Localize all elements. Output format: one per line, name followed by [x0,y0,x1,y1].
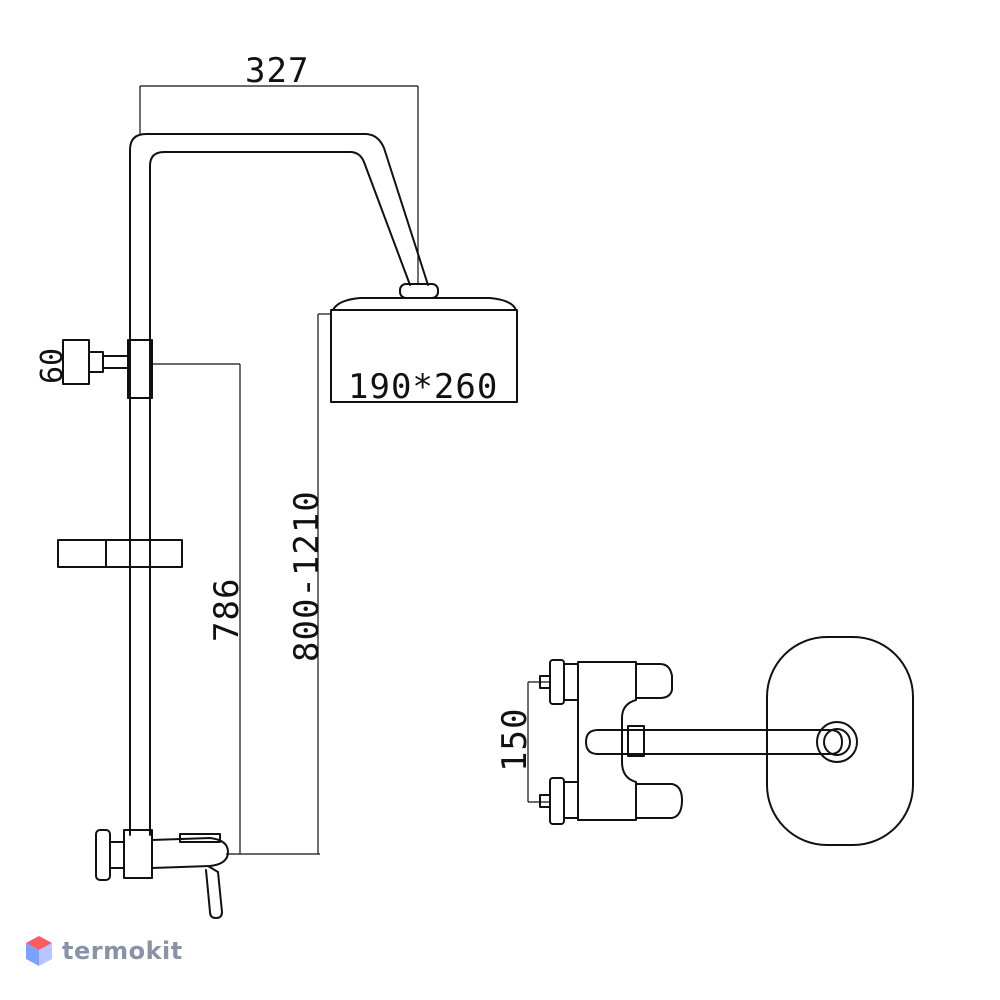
cube-logo-icon [26,936,52,966]
dimension-label-rail-height: 786 [207,578,247,642]
dimension-label-holder-size: 60 [35,348,70,384]
shower-head [330,283,518,403]
riser-pipe-inner [149,151,411,836]
slide-holder [57,539,183,568]
shower-arm-top-view [585,729,843,755]
dimension-label-height-range: 800-1210 [287,490,327,662]
riser-pipe-outer [129,133,429,836]
wall-bracket-upper [62,339,153,399]
dimension-label-connection-spacing: 150 [495,708,535,772]
dimension-arm-width: 327 [139,51,419,285]
dimension-label-head-size: 190*260 [348,367,498,407]
shower-column: 327 786 800-1210 190*260 60 [35,51,518,919]
dimension-connection-spacing: 150 [495,681,550,803]
termokit-logo: termokit [24,934,183,968]
connector-lower [539,777,579,825]
mixer-body [577,661,637,821]
dimension-height-range: 800-1210 [226,313,331,855]
logo-text: termokit [62,937,183,965]
dimension-rail-height: 786 [152,363,247,854]
mixer-side-view [95,829,229,919]
mixer-top-view: 150 [495,636,914,846]
wall-plate [766,636,914,846]
dimension-label-arm-width: 327 [245,51,309,91]
